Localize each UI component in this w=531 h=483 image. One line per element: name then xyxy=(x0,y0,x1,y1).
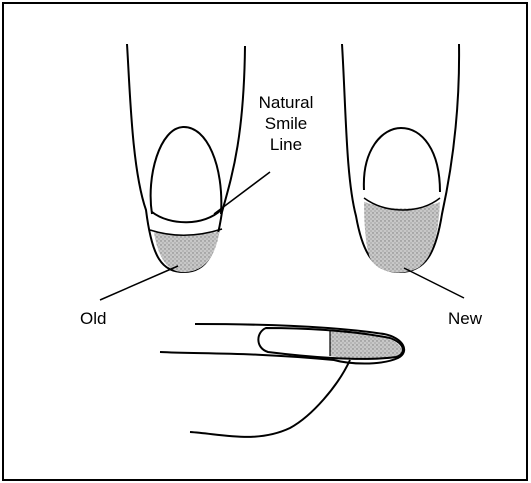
smile-line-leader xyxy=(214,172,270,214)
side-view-finger xyxy=(160,324,404,437)
old-leader xyxy=(100,266,178,300)
label-line-line: Line xyxy=(246,134,326,155)
new-label: New xyxy=(448,308,482,329)
left-smile-line-curve xyxy=(152,210,221,222)
label-line-smile: Smile xyxy=(246,113,326,134)
right-nail-plate xyxy=(364,128,440,192)
left-finger xyxy=(127,44,245,290)
natural-smile-line-label: Natural Smile Line xyxy=(246,92,326,155)
left-old-tip-shading xyxy=(140,230,230,290)
left-nail-plate xyxy=(151,127,222,214)
new-leader xyxy=(404,268,464,298)
right-finger xyxy=(342,44,459,290)
label-line-natural: Natural xyxy=(246,92,326,113)
old-label: Old xyxy=(80,308,106,329)
